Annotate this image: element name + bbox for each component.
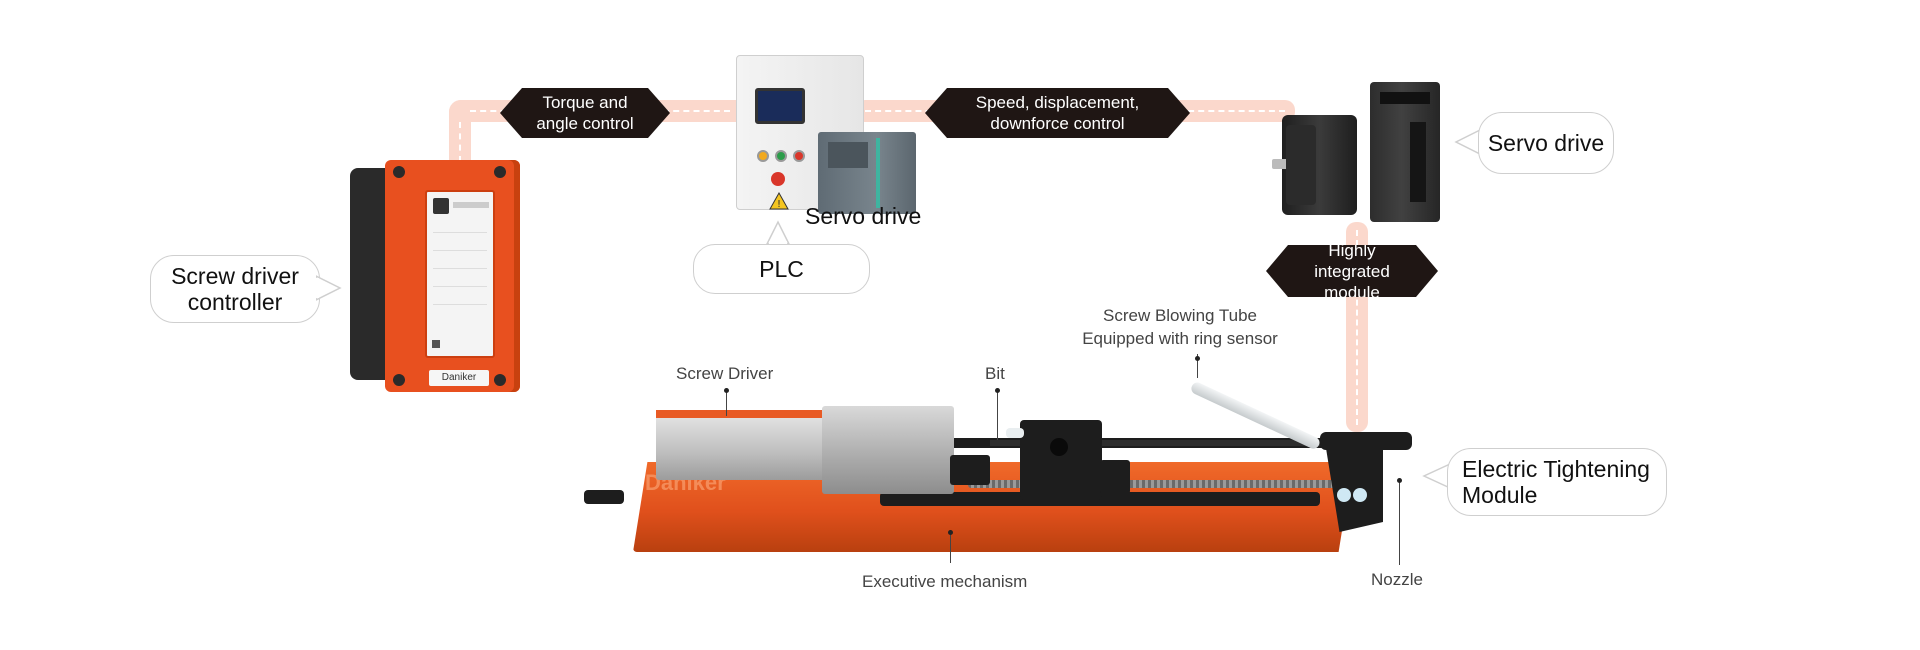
- plc-module-stripe: [876, 138, 880, 208]
- leader-executive-mechanism: [950, 530, 951, 563]
- bubble-tail-controller: [316, 275, 342, 301]
- home-icon: [432, 340, 440, 348]
- tag-highly-integrated: Highly integrated module: [1266, 245, 1438, 297]
- servo-motor: [1272, 115, 1357, 215]
- controller-menu-row: [433, 268, 487, 269]
- label-bit: Bit: [985, 364, 1005, 384]
- bubble-screw-driver-controller-text: Screw driver controller: [171, 263, 299, 315]
- pipe-dash-v-left: [459, 122, 461, 162]
- screw-driver-controller-device: Daniker: [385, 160, 520, 392]
- module-cable-plug: [584, 490, 624, 504]
- svg-text:!: !: [777, 199, 781, 210]
- leader-dot: [724, 388, 729, 393]
- label-nozzle: Nozzle: [1371, 570, 1423, 590]
- label-ring-sensor-text: Equipped with ring sensor: [1082, 329, 1278, 348]
- bubble-tail-plc: [765, 220, 791, 246]
- tag-speed-displacement: Speed, displacement, downforce control: [925, 88, 1190, 138]
- bolt-icon: [393, 166, 405, 178]
- leader-dot: [995, 388, 1000, 393]
- plc-hmi-screen: [755, 88, 805, 124]
- servo-shaft-icon: [1272, 159, 1288, 169]
- plc-servo-drive-label: Servo drive: [805, 203, 921, 230]
- plc-indicator-icon: [793, 150, 805, 162]
- bolt-icon: [393, 374, 405, 386]
- label-screw-blowing-tube: Screw Blowing Tube: [1080, 306, 1280, 326]
- tag-speed-text: Speed, displacement, downforce control: [975, 93, 1140, 133]
- bolt-icon: [494, 374, 506, 386]
- bubble-screw-driver-controller: Screw driver controller: [150, 255, 320, 323]
- leader-screw-blowing-tube: [1197, 354, 1198, 378]
- controller-logo-text: Daniker: [441, 372, 477, 383]
- bubble-servo-drive: Servo drive: [1478, 112, 1614, 174]
- tag-highly-text: Highly integrated module: [1314, 240, 1390, 302]
- leader-nozzle: [1399, 480, 1400, 565]
- servo-flange: [1286, 125, 1316, 205]
- label-bit-text: Bit: [985, 364, 1005, 383]
- tag-torque-text: Torque and angle control: [536, 93, 634, 133]
- controller-header-bar: [453, 202, 489, 208]
- screw-driver-coupling: [950, 455, 990, 485]
- label-executive-mechanism-text: Executive mechanism: [862, 572, 1028, 591]
- controller-side-panel: [350, 168, 390, 380]
- leader-dot: [1195, 356, 1200, 361]
- label-screw-driver-text: Screw Driver: [676, 364, 774, 383]
- leader-screw-driver: [726, 390, 727, 416]
- emergency-stop-icon: [771, 172, 785, 186]
- carriage-foot: [1100, 460, 1130, 494]
- leader-dot: [948, 530, 953, 535]
- servo-drive-display: [1380, 92, 1430, 104]
- plc-indicator-icon: [775, 150, 787, 162]
- lead-screw: [968, 480, 1348, 488]
- label-nozzle-text: Nozzle: [1371, 570, 1423, 589]
- nozzle-fitting-icon: [1337, 488, 1351, 502]
- bubble-servo-drive-text: Servo drive: [1487, 130, 1605, 156]
- controller-menu-row: [433, 286, 487, 287]
- air-fitting-icon: [1006, 428, 1024, 438]
- tag-torque-angle: Torque and angle control: [500, 88, 670, 138]
- plc-servo-drive-label-text: Servo drive: [805, 203, 922, 229]
- warning-icon: !: [769, 192, 789, 210]
- controller-menu-row: [433, 304, 487, 305]
- plc-module-window: [828, 142, 868, 168]
- controller-screen: [425, 190, 495, 358]
- label-executive-mechanism: Executive mechanism: [862, 572, 1027, 592]
- leader-dot: [1397, 478, 1402, 483]
- plc-servo-drive-module: [818, 132, 916, 214]
- label-screw-blowing-tube-text: Screw Blowing Tube: [1102, 306, 1258, 325]
- bubble-plc-text: PLC: [759, 256, 804, 282]
- bubble-electric-tightening-module: Electric Tightening Module: [1447, 448, 1667, 516]
- pipe-dash-v-right: [1356, 230, 1358, 425]
- controller-menu-row: [433, 232, 487, 233]
- servo-drive-unit: [1370, 82, 1440, 222]
- controller-menu-row: [433, 250, 487, 251]
- label-ring-sensor: Equipped with ring sensor: [1055, 329, 1305, 349]
- bit-shaft: [990, 440, 1360, 446]
- nozzle-fitting-icon: [1353, 488, 1367, 502]
- controller-logo-plate: Daniker: [429, 370, 489, 386]
- label-screw-driver: Screw Driver: [676, 364, 773, 384]
- bubble-plc: PLC: [693, 244, 870, 294]
- slide-carriage: [1006, 420, 1102, 500]
- servo-drive-connectors: [1410, 122, 1426, 202]
- bubble-electric-tightening-module-text: Electric Tightening Module: [1462, 456, 1650, 508]
- screw-driver-motor: [656, 410, 828, 480]
- leader-bit: [997, 390, 998, 440]
- screw-driver-gearbox: [822, 406, 954, 494]
- motor-top-band: [656, 410, 828, 418]
- plc-indicator-icon: [757, 150, 769, 162]
- nozzle-arm: [1320, 432, 1412, 450]
- bolt-icon: [494, 166, 506, 178]
- user-icon: [433, 198, 449, 214]
- carriage-hole: [1050, 438, 1068, 456]
